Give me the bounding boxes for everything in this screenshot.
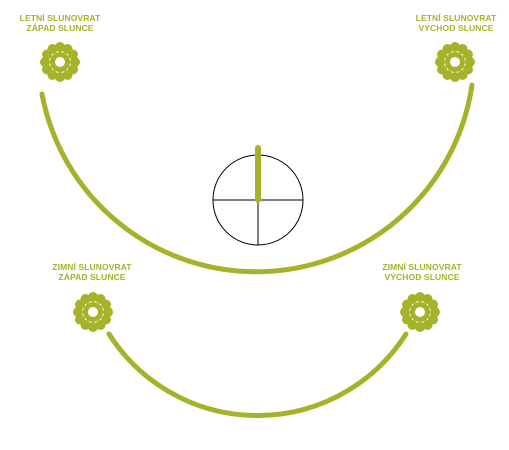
sun-petal [430, 307, 440, 317]
label-line-2: ZÁPAD SLUNCE [58, 272, 126, 282]
sun-petal [55, 42, 65, 52]
label-summer-solstice-sunrise: LETNÍ SLUNOVRAT VÝCHOD SLUNCE [396, 13, 509, 33]
sun-petal [437, 64, 448, 75]
sun-petal [415, 322, 425, 332]
compass-icon [212, 145, 304, 246]
sun-petal [465, 57, 475, 67]
label-line-1: LETNÍ SLUNOVRAT [415, 13, 497, 23]
sun-petal [80, 294, 91, 305]
sun-petal [450, 42, 460, 52]
sun-petal [442, 44, 453, 55]
sun-petal [103, 307, 113, 317]
label-line-1: ZIMNÍ SLUNOVRAT [382, 262, 462, 272]
label-line-1: LETNÍ SLUNOVRAT [19, 13, 101, 23]
sun-petal [62, 69, 73, 80]
sun-petal [457, 69, 468, 80]
label-line-2: ZÁPAD SLUNCE [26, 23, 94, 33]
sun-petal [40, 57, 50, 67]
sun-petal [47, 44, 58, 55]
sun-flower-icon [435, 42, 475, 82]
sun-petal [95, 319, 106, 330]
label-winter-solstice-sunrise: ZIMNÍ SLUNOVRAT VÝCHOD SLUNCE [362, 262, 482, 282]
sun-petal [407, 294, 418, 305]
sun-petal [73, 307, 83, 317]
sun-flower-icon [400, 292, 440, 332]
label-line-2: VÝCHOD SLUNCE [418, 23, 494, 33]
sun-petal [42, 64, 53, 75]
sun-petal [450, 72, 460, 82]
label-winter-solstice-sunset: ZIMNÍ SLUNOVRAT ZÁPAD SLUNCE [32, 262, 152, 282]
sun-flower-icon [73, 292, 113, 332]
sun-petal [55, 72, 65, 82]
sun-petal [100, 299, 111, 310]
sun-petal [88, 292, 98, 302]
label-line-1: ZIMNÍ SLUNOVRAT [52, 262, 132, 272]
winter-solstice-arc [106, 331, 409, 419]
summer-solstice-arc [39, 82, 475, 275]
sun-petal [75, 314, 86, 325]
sun-petal [435, 57, 445, 67]
sun-petal [402, 314, 413, 325]
sun-flower-icon [40, 42, 80, 82]
sun-petal [88, 322, 98, 332]
sun-petal [427, 299, 438, 310]
label-summer-solstice-sunset: LETNÍ SLUNOVRAT ZÁPAD SLUNCE [0, 13, 120, 33]
sun-petal [415, 292, 425, 302]
sun-petal [422, 319, 433, 330]
label-line-2: VÝCHOD SLUNCE [384, 272, 460, 282]
sun-petal [400, 307, 410, 317]
sun-petal [67, 49, 78, 60]
sun-petal [70, 57, 80, 67]
sun-petal [462, 49, 473, 60]
